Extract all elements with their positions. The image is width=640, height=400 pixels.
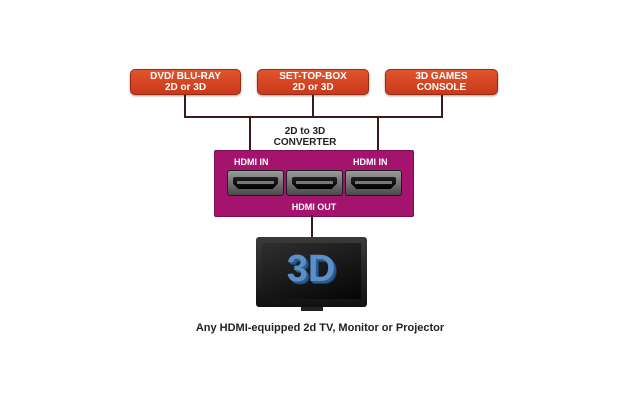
tv-screen-3d-text: 3D bbox=[286, 248, 336, 290]
connector-stb-down bbox=[312, 95, 314, 117]
connector-to-left-input bbox=[249, 116, 251, 150]
converter-title-line2: CONVERTER bbox=[273, 137, 337, 148]
hdmi-port-icon bbox=[286, 170, 343, 196]
source-dvd-line2: 2D or 3D bbox=[164, 82, 207, 93]
tv-stand bbox=[301, 307, 323, 311]
source-games-line2: CONSOLE bbox=[416, 82, 467, 93]
source-dvd-line1: DVD/ BLU-RAY bbox=[150, 71, 221, 82]
converter-title: 2D to 3D CONVERTER bbox=[230, 126, 380, 148]
tv-monitor-icon: 3D bbox=[256, 237, 367, 307]
source-set-top-box: SET-TOP-BOX 2D or 3D bbox=[257, 69, 369, 95]
hdmi-port-icon bbox=[345, 170, 402, 196]
connector-to-right-input bbox=[377, 116, 379, 150]
hdmi-in-right-label: HDMI IN bbox=[353, 157, 388, 167]
connector-dvd-down bbox=[184, 95, 186, 117]
source-3d-games-console: 3D GAMES CONSOLE bbox=[385, 69, 498, 95]
source-games-line1: 3D GAMES bbox=[415, 71, 468, 82]
converter-title-line1: 2D to 3D bbox=[284, 126, 326, 137]
tv-screen: 3D bbox=[262, 243, 361, 299]
hdmi-out-label: HDMI OUT bbox=[291, 202, 337, 212]
display-caption: Any HDMI-equipped 2d TV, Monitor or Proj… bbox=[195, 322, 445, 334]
connector-horizontal-bus bbox=[184, 116, 443, 118]
converter-box: HDMI IN HDMI IN HDMI OUT bbox=[214, 150, 414, 217]
source-stb-line2: 2D or 3D bbox=[292, 82, 334, 93]
hdmi-port-icon bbox=[227, 170, 284, 196]
hdmi-in-left-label: HDMI IN bbox=[234, 157, 269, 167]
source-stb-line1: SET-TOP-BOX bbox=[279, 71, 347, 82]
connector-games-down bbox=[441, 95, 443, 117]
connector-to-tv bbox=[311, 215, 313, 237]
source-dvd-bluray: DVD/ BLU-RAY 2D or 3D bbox=[130, 69, 241, 95]
